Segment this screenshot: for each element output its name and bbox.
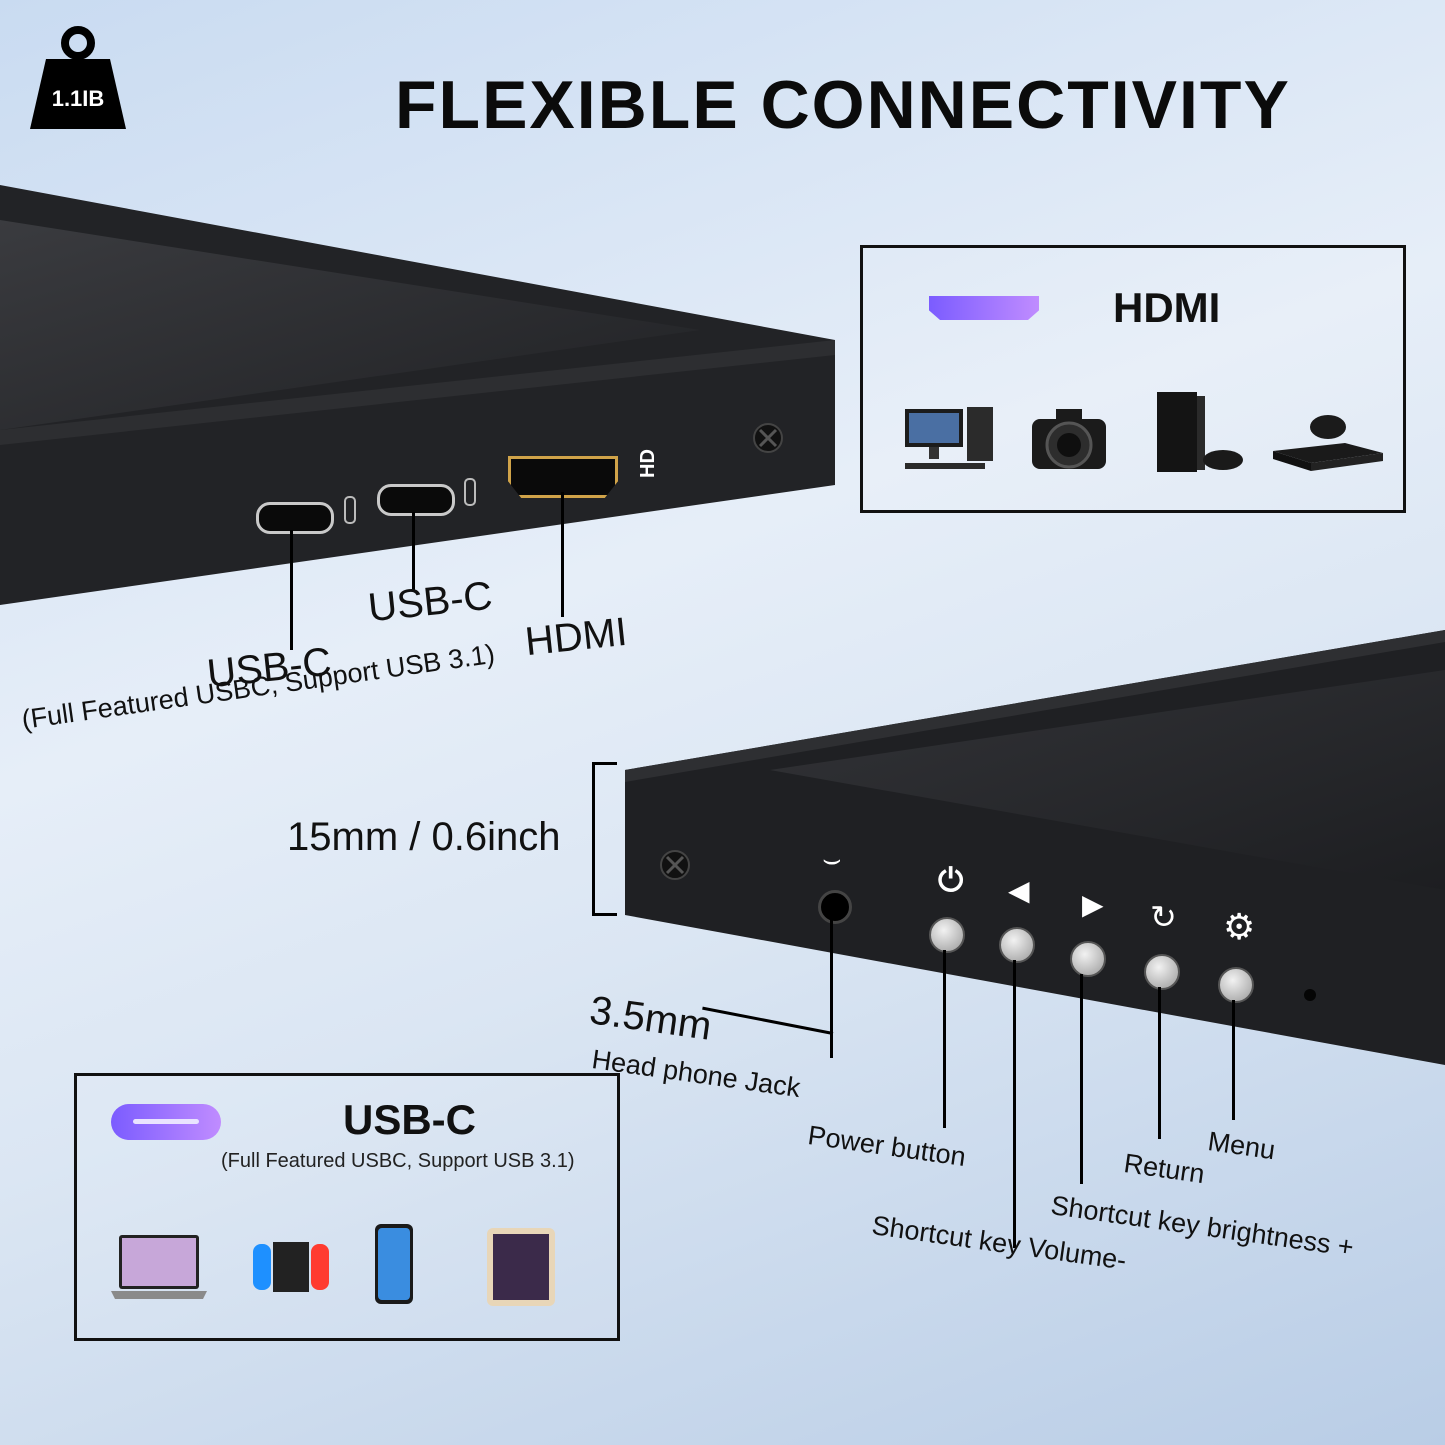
thickness-label: 15mm / 0.6inch — [287, 815, 561, 859]
headphone-jack — [818, 890, 852, 924]
laptop-icon — [111, 1235, 207, 1299]
weight-icon — [30, 26, 126, 129]
volume-down-icon: ◀ — [1008, 875, 1030, 906]
camera-icon — [1032, 409, 1106, 469]
desktop-computer-icon — [905, 407, 993, 469]
brightness-leader — [1080, 974, 1083, 1184]
hdmi-panel: HDMI — [860, 245, 1406, 513]
power-leader — [943, 950, 946, 1128]
monitor-bottom — [625, 630, 1445, 1065]
game-console-icon — [1157, 392, 1243, 472]
smartphone-icon — [375, 1224, 413, 1304]
usbc-2-leader — [412, 512, 415, 592]
hdmi-label: HDMI — [522, 609, 630, 665]
hd-badge: HD — [636, 449, 659, 478]
usbc-panel-subtitle: (Full Featured USBC, Support USB 3.1) — [221, 1150, 575, 1172]
brightness-up-icon: ▶ — [1082, 889, 1104, 920]
return-label: Return — [1121, 1148, 1207, 1190]
switch-console-icon — [253, 1242, 329, 1292]
headline: FLEXIBLE CONNECTIVITY — [395, 67, 1291, 143]
hdmi-leader — [561, 492, 564, 617]
usbc-port-1-led — [344, 496, 356, 524]
volume-down-button[interactable] — [999, 927, 1035, 963]
gear-icon: ⚙ — [1223, 906, 1256, 947]
weight-label: 1.1IB — [51, 86, 105, 111]
usbc-port-icon — [111, 1104, 221, 1140]
headphone-icon: ⌣ — [822, 843, 842, 876]
return-icon: ↻ — [1150, 899, 1177, 935]
usbc-port-1 — [256, 502, 334, 534]
hdmi-panel-title: HDMI — [1113, 284, 1221, 331]
power-button-label: Power button — [805, 1120, 968, 1173]
power-button[interactable] — [929, 917, 965, 953]
tablet-icon — [487, 1228, 555, 1306]
usbc-port-2 — [377, 484, 455, 516]
volume-leader — [1013, 960, 1016, 1248]
menu-leader — [1232, 1000, 1235, 1120]
power-icon: ⏻ — [938, 862, 964, 898]
jack-leader — [830, 920, 833, 1058]
menu-button[interactable] — [1218, 967, 1254, 1003]
menu-label: Menu — [1205, 1126, 1278, 1166]
return-leader — [1158, 987, 1161, 1139]
monitor-top — [0, 185, 835, 605]
usbc-panel-title: USB-C — [343, 1096, 476, 1143]
xbox-console-icon — [1273, 415, 1383, 471]
usbc-1-leader — [290, 530, 293, 650]
usbc-port-2-led — [464, 478, 476, 506]
brightness-up-button[interactable] — [1070, 941, 1106, 977]
hdmi-port-icon — [929, 296, 1039, 320]
return-button[interactable] — [1144, 954, 1180, 990]
thickness-bracket — [592, 762, 617, 916]
usbc-panel: USB-C (Full Featured USBC, Support USB 3… — [74, 1073, 620, 1341]
